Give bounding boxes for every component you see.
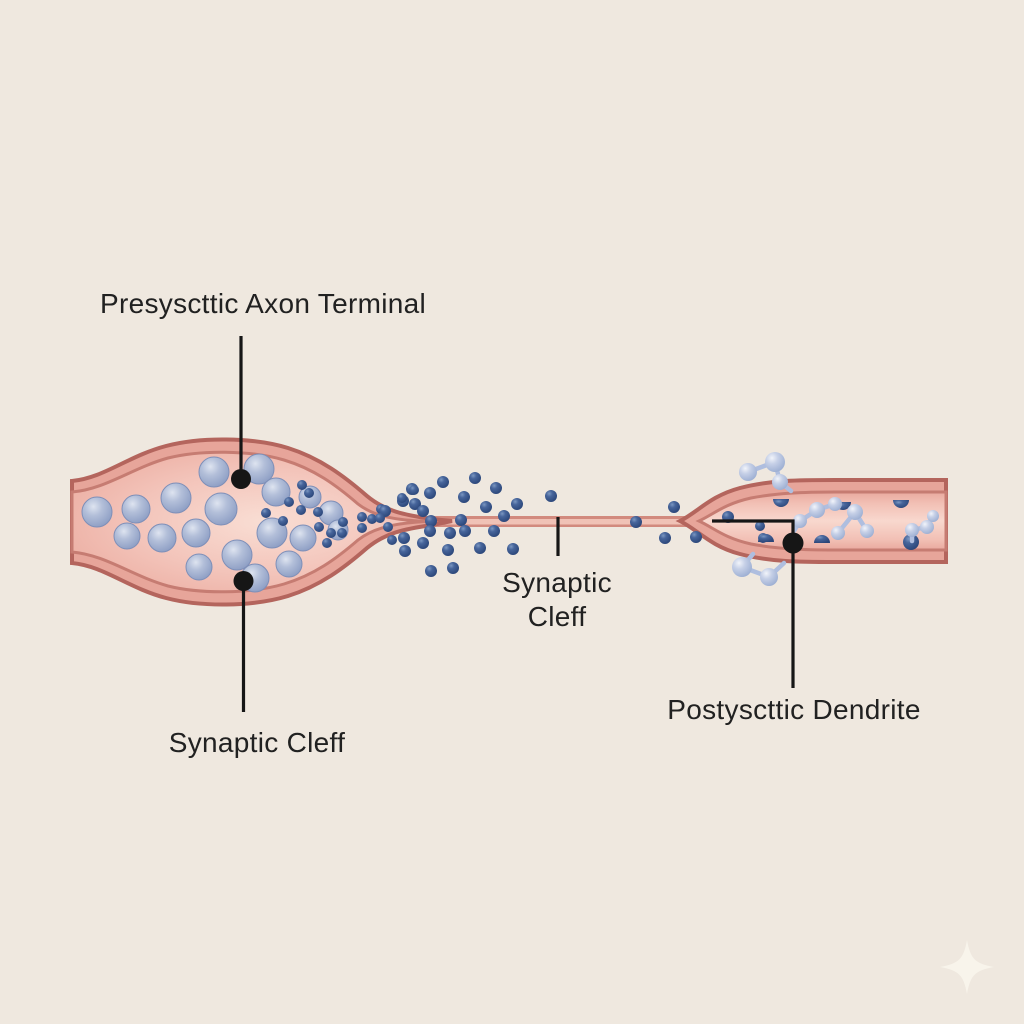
callout-dots [231,469,804,591]
label-synaptic-cleft-center-line2: Cleff [527,601,587,632]
callout-lines [239,336,795,712]
callout-dot-cleft-bottom [233,571,254,591]
molecules-layer [732,452,939,586]
label-synaptic-cleft-bottom: Synaptic Cleff [168,727,346,758]
neurotransmitter-dots-layer [261,472,768,577]
callout-dot-presynaptic [231,469,251,489]
label-synaptic-cleft-center: Synaptic Cleff [502,566,612,634]
vesicles-layer [81,453,349,593]
label-presynaptic-axon-terminal: Presyscttic Axon Terminal [100,288,426,319]
callout-line-postsynaptic [712,519,795,688]
sparkle-icon [940,940,994,994]
synaptic-cleft-axon-strand [396,516,704,527]
callout-dot-postsynaptic [782,532,804,554]
label-postsynaptic-dendrite: Postyscttic Dendrite [667,694,921,725]
label-synaptic-cleft-center-line1: Synaptic [502,567,612,598]
